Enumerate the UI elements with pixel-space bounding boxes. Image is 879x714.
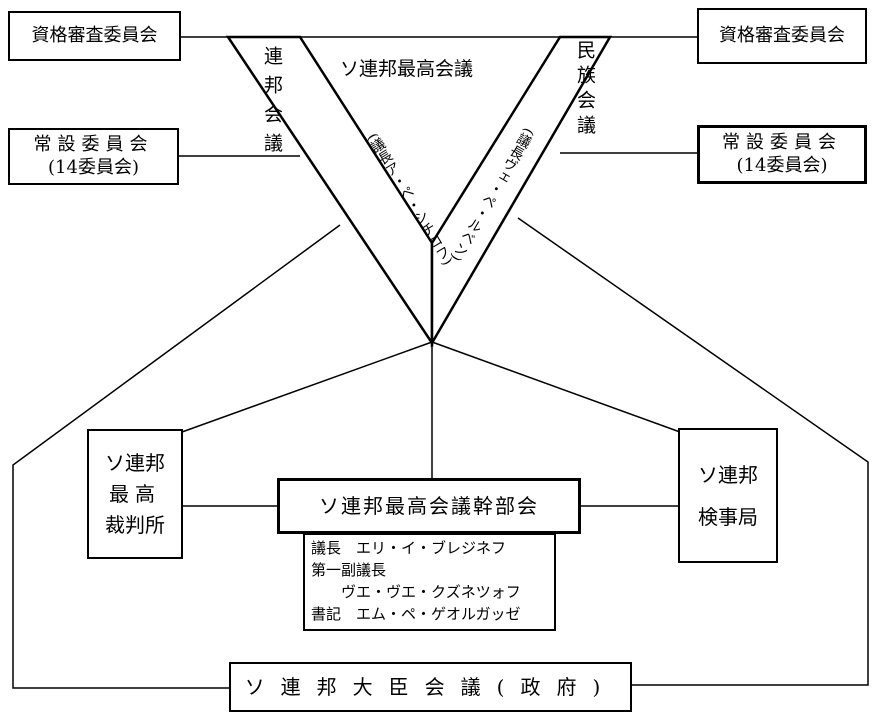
presidium-members-box: 議長 エリ・イ・ブレジネフ 第一副議長 ヴエ・ヴエ・クズネツォフ 書記 エム・ペ…: [303, 533, 556, 631]
left-committee-title: 常設委員会: [33, 134, 154, 155]
supreme-court-line1: ソ連邦: [105, 450, 165, 475]
supreme-court-box: ソ連邦 最高 裁判所: [87, 429, 183, 559]
right-committee-title: 常設委員会: [722, 132, 842, 153]
top-right-qualification-committee: 資格審査委員会: [697, 8, 867, 64]
procuracy-line1: ソ連邦: [698, 462, 758, 487]
outer-left-line: [12, 224, 341, 689]
soviet-of-nationalities-shape: [430, 35, 613, 348]
top-left-qualification-label: 資格審査委員会: [31, 24, 158, 46]
hub-to-court-line: [181, 341, 433, 433]
presidium-box: ソ連邦最高会議幹部会: [277, 478, 581, 534]
soviet-of-union-name: 連邦会議: [261, 46, 283, 162]
hub-to-procuracy-line: [431, 341, 681, 433]
procuracy-box: ソ連邦 検事局: [678, 428, 778, 563]
council-of-ministers-box: ソ連邦大臣会議(政府): [229, 662, 632, 712]
outer-right-line: [517, 217, 869, 686]
procuracy-line2: 検事局: [698, 504, 758, 529]
soviet-of-nationalities-name: 民族会議: [574, 40, 596, 140]
top-right-qualification-label: 資格審査委員会: [719, 24, 845, 46]
right-committee-count: (14委員会): [736, 154, 828, 176]
presidium-first-deputy-title: 第一副議長: [311, 561, 387, 579]
presidium-secretary-line: 書記 エム・ペ・ゲオルガッゼ: [311, 605, 521, 623]
supreme-court-line2: 最高: [109, 481, 161, 506]
left-committee-count: (14委員会): [48, 156, 139, 178]
top-left-qualification-committee: 資格審査委員会: [8, 11, 181, 61]
council-of-ministers-label: ソ連邦大臣会議(政府): [244, 674, 617, 699]
presidium-chair-line: 議長 エリ・イ・ブレジネフ: [311, 539, 507, 557]
presidium-label: ソ連邦最高会議幹部会: [319, 493, 539, 518]
left-standing-committees: 常設委員会 (14委員会): [8, 128, 179, 185]
supreme-soviet-label: ソ連邦最高会議: [340, 58, 474, 80]
presidium-first-deputy-name: ヴエ・ヴエ・クズネツォフ: [311, 583, 521, 601]
supreme-court-line3: 裁判所: [105, 512, 165, 537]
right-standing-committees: 常設委員会 (14委員会): [697, 125, 867, 184]
